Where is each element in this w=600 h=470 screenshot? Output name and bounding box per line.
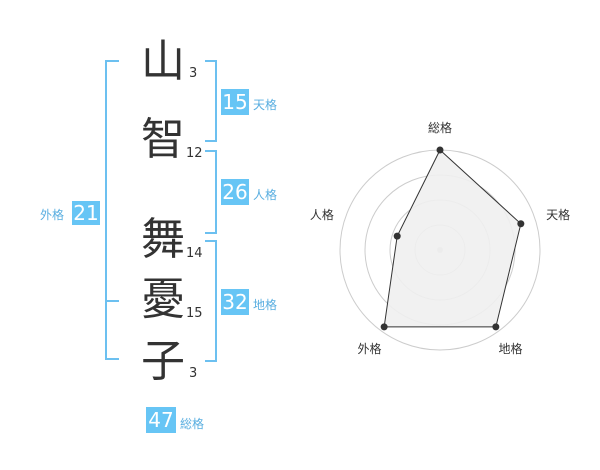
chi-label: 地格: [253, 298, 278, 312]
outer-bracket: [105, 60, 119, 302]
radar-point-5: [393, 232, 401, 240]
chi-bracket: [205, 240, 217, 362]
radar-axis-label-3: 地格: [498, 342, 523, 357]
gai-label: 外格: [40, 208, 65, 222]
radar-point-3: [492, 323, 500, 331]
jin-value-box: 26: [221, 179, 249, 205]
name-char-3: 舞: [141, 214, 185, 265]
so-label: 総格: [180, 417, 205, 431]
radar-axis-label-2: 天格: [546, 207, 571, 222]
ten-label: 天格: [253, 98, 278, 112]
radar-point-2: [517, 220, 525, 228]
chi-value-box: 32: [221, 289, 249, 315]
name-char-1: 山: [141, 36, 185, 87]
radar-polygon: [383, 149, 522, 328]
radar-axis-label-1: 総格: [427, 121, 453, 135]
radar-series: [380, 146, 525, 331]
jin-bracket: [205, 150, 217, 234]
stroke-count-5: 3: [189, 366, 198, 381]
jin-label: 人格: [253, 188, 278, 202]
gai-value-box: 21: [72, 201, 100, 225]
so-value-box: 47: [146, 407, 176, 433]
name-char-4: 憂: [141, 274, 185, 325]
radar-point-4: [380, 323, 388, 331]
stroke-count-2: 12: [186, 146, 203, 161]
name-char-2: 智: [141, 114, 185, 165]
radar-axis-label-5: 人格: [309, 207, 334, 222]
stroke-count-4: 15: [186, 306, 203, 321]
ten-bracket: [205, 60, 217, 142]
radar-axis-label-4: 外格: [357, 342, 382, 357]
ten-value-box: 15: [221, 89, 249, 115]
name-char-5: 子: [141, 336, 185, 387]
radar-point-1: [436, 146, 444, 154]
stroke-count-1: 3: [189, 66, 198, 81]
outer-bracket-lower: [105, 298, 119, 360]
stroke-count-3: 14: [186, 246, 203, 261]
